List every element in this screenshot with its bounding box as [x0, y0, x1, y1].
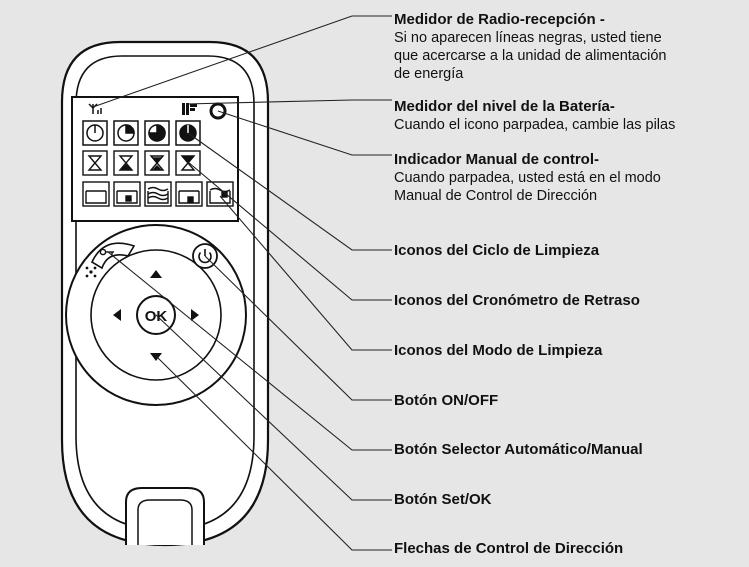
label-direction-arrows: Flechas de Control de Dirección	[394, 540, 746, 558]
label-battery-title: Medidor del nivel de la Batería-	[394, 98, 615, 115]
arrow-left-button[interactable]	[113, 309, 121, 321]
delay-timer-icons	[82, 150, 201, 176]
label-manual-title: Indicador Manual de control-	[394, 151, 600, 168]
arrow-right-button[interactable]	[191, 309, 199, 321]
label-selector-button: Botón Selector Automático/Manual	[394, 441, 746, 459]
bottom-tab	[125, 487, 205, 545]
label-manual-desc-1: Cuando parpadea, usted está en el modo	[394, 170, 661, 186]
leader-battery	[185, 99, 392, 105]
antenna-icon	[88, 103, 102, 114]
label-mode-title: Iconos del Modo de Limpieza	[394, 342, 603, 359]
leader-cycle	[187, 132, 392, 251]
label-battery-meter: Medidor del nivel de la Batería- Cuando …	[394, 98, 746, 134]
leader-manual	[217, 110, 392, 156]
label-timer-icons: Iconos del Cronómetro de Retraso	[394, 292, 746, 310]
arrow-down-button[interactable]	[150, 353, 162, 361]
leader-onoff	[204, 255, 392, 401]
label-battery-desc-1: Cuando el icono parpadea, cambie las pil…	[394, 117, 676, 133]
label-radio-desc-2: que acercarse a la unidad de alimentació…	[394, 48, 667, 64]
leader-arrows	[155, 355, 392, 551]
label-cycle-title: Iconos del Ciclo de Limpieza	[394, 242, 600, 259]
cleaning-cycle-icons	[82, 120, 201, 146]
label-selector-title: Botón Selector Automático/Manual	[394, 441, 643, 458]
label-cycle-icons: Iconos del Ciclo de Limpieza	[394, 242, 746, 260]
bottom-tab-inner	[137, 499, 193, 545]
leader-lines	[92, 15, 392, 551]
key-icon	[99, 248, 114, 256]
label-setok-button: Botón Set/OK	[394, 491, 746, 509]
arrow-up-button[interactable]	[150, 270, 162, 278]
leader-radio	[92, 15, 392, 108]
leader-timer	[187, 161, 392, 301]
leader-mode	[219, 195, 392, 351]
label-radio-meter: Medidor de Radio-recepción - Si no apare…	[394, 11, 746, 83]
label-radio-desc-1: Si no aparecen líneas negras, usted tien…	[394, 30, 662, 46]
label-onoff-title: Botón ON/OFF	[394, 392, 499, 409]
battery-meter-icon	[182, 103, 197, 115]
manual-indicator-icon	[209, 102, 227, 120]
label-mode-icons: Iconos del Modo de Limpieza	[394, 342, 746, 360]
leader-selector	[107, 251, 392, 451]
label-manual-desc-2: Manual de Control de Dirección	[394, 188, 598, 204]
leader-setok	[155, 314, 392, 501]
label-onoff-button: Botón ON/OFF	[394, 392, 746, 410]
label-manual-indicator: Indicador Manual de control- Cuando parp…	[394, 151, 746, 205]
label-radio-title: Medidor de Radio-recepción -	[394, 11, 605, 28]
label-setok-title: Botón Set/OK	[394, 491, 492, 508]
label-timer-title: Iconos del Cronómetro de Retraso	[394, 292, 640, 309]
label-arrows-title: Flechas de Control de Dirección	[394, 540, 624, 557]
label-radio-desc-3: de energía	[394, 66, 464, 82]
fan-icon	[85, 266, 97, 278]
power-icon	[198, 249, 212, 264]
cleaning-mode-icons	[82, 181, 234, 207]
